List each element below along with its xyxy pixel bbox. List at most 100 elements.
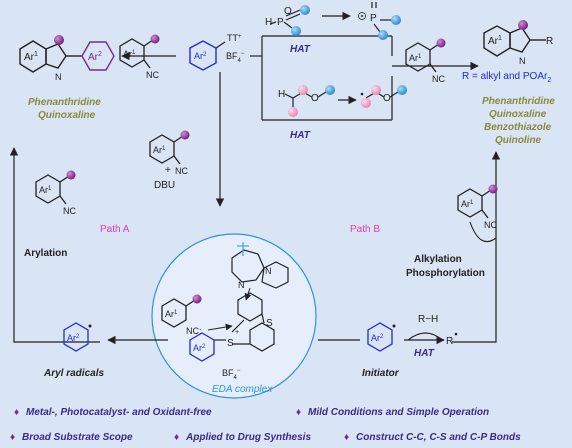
product-right-name-3: Benzothiazole xyxy=(484,122,552,133)
thianthrene-plus: + xyxy=(235,329,239,336)
isocyanide-alkylation-nc: NC xyxy=(484,220,497,230)
reagent-tt: TT+ xyxy=(227,33,242,43)
ar2-label: Ar2 xyxy=(88,51,102,63)
isocyanide-alkylation-ar1: Ar1 xyxy=(461,199,474,209)
ether-h: H xyxy=(278,89,285,100)
alkyl-ball-3 xyxy=(397,85,407,95)
aryl-eda-ar2: Ar2 xyxy=(193,343,206,353)
isocyanide-right-ar1: Ar1 xyxy=(409,53,422,63)
feature-bullet-1: ♦ xyxy=(14,407,19,418)
hat-lower-label: HAT xyxy=(290,130,311,141)
product-right-n: N xyxy=(519,56,526,66)
alkylation-curve xyxy=(469,221,497,243)
dbu-structure xyxy=(231,249,289,289)
aryl-eda xyxy=(189,332,226,362)
isocyanide-eda-nc: NC: xyxy=(186,326,202,336)
eda-complex-circle xyxy=(151,233,317,399)
ph-p: P xyxy=(277,17,284,28)
eda-arrow-2 xyxy=(244,287,252,301)
ph-ball-1 xyxy=(300,5,310,15)
eda-complex-label: EDA complex xyxy=(212,384,273,395)
phosphorylation-label: Phosphorylation xyxy=(406,268,485,279)
arylation-loop-arrow xyxy=(9,147,100,343)
initiator-ar2: Ar2 xyxy=(371,333,384,343)
reagent-counterion: BF4− xyxy=(226,51,245,64)
feature-4: Applied to Drug Synthesis xyxy=(185,432,311,443)
feature-5: Construct C-C, C-S and C-P Bonds xyxy=(356,432,521,443)
product-right-structure xyxy=(483,20,546,57)
path-a-label: Path A xyxy=(100,224,130,235)
phosphinoyl-radical xyxy=(371,2,392,33)
product-right-name-4: Quinoline xyxy=(495,135,542,146)
initiator-label: Initiator xyxy=(362,368,400,379)
isocyanide-arylation-ar1: Ar1 xyxy=(39,185,52,195)
pr-p: P xyxy=(370,13,377,24)
hat-bottom-label: HAT xyxy=(414,348,435,359)
n-label-left: N xyxy=(55,72,62,82)
isocyanide-eda-ar1: Ar1 xyxy=(165,309,178,319)
product-right-name-2: Quinoxaline xyxy=(489,109,547,120)
alkyl-ball-1 xyxy=(361,98,371,108)
pr-ball-1 xyxy=(391,15,401,25)
thianthrene-s1: S xyxy=(266,318,273,329)
product-right-r: R xyxy=(546,36,553,47)
alkylation-loop-arrow xyxy=(452,151,501,343)
path-b-label: Path B xyxy=(350,224,380,235)
radical-dot xyxy=(361,15,363,17)
dbu-n2: N xyxy=(238,280,245,290)
feature-bullet-2: ♦ xyxy=(296,407,301,418)
feature-2: Mild Conditions and Simple Operation xyxy=(308,407,489,418)
product-left-name-1: Phenanthridine xyxy=(28,97,101,108)
r-definition: R = alkyl and POAr2 xyxy=(462,71,551,84)
isocyanide-right-nc: NC xyxy=(432,74,445,84)
thianthrene-s2: S xyxy=(227,338,234,349)
ph-o: O xyxy=(284,6,292,17)
eda-counterion: BF4− xyxy=(222,368,241,381)
aryl-radical-ar2: Ar2 xyxy=(67,333,80,343)
isocyanide-dbu xyxy=(149,130,190,165)
product-left-structure xyxy=(19,35,115,73)
product-right-ar1: Ar1 xyxy=(488,35,502,47)
product-left-name-2: Quinoxaline xyxy=(38,110,96,121)
r-radical-label: R xyxy=(446,336,453,347)
isocyanide-arylation-nc: NC xyxy=(63,206,76,216)
isocyanide-dbu-ar1: Ar1 xyxy=(153,145,166,155)
aryl-radicals-label: Aryl radicals xyxy=(43,368,104,379)
feature-bullets: ♦ Metal-, Photocatalyst- and Oxidant-fre… xyxy=(10,407,521,443)
ether-ball-1 xyxy=(288,107,298,117)
feature-1: Metal-, Photocatalyst- and Oxidant-free xyxy=(26,407,212,418)
ar1-label: Ar1 xyxy=(24,51,38,63)
phosphine-oxide xyxy=(269,9,301,29)
alkylation-label: Alkylation xyxy=(414,254,462,265)
r-radical-dot xyxy=(454,332,458,336)
isocyanide-arylation xyxy=(35,170,76,205)
reagent-ar2: Ar2 xyxy=(194,51,207,61)
alkyl-ball-2 xyxy=(371,85,381,95)
plus-sign: + xyxy=(165,165,171,176)
ether-ball-3 xyxy=(325,85,335,95)
ph-h: H xyxy=(265,17,272,28)
arylation-label: Arylation xyxy=(24,248,67,259)
aryl-radical-structure xyxy=(63,322,92,352)
isocyanide-eda xyxy=(161,294,202,328)
alkyl-radical xyxy=(365,91,399,99)
aryl-thianthrenium-reagent xyxy=(189,40,226,71)
alkyl-radical-dot xyxy=(360,92,364,96)
initiator-structure xyxy=(367,322,396,352)
alkyl-o: O xyxy=(383,93,391,104)
hat-curve xyxy=(407,332,443,341)
isocyanide-alkylation xyxy=(457,184,498,219)
eda-arrow-1 xyxy=(207,323,233,331)
isocyanide-dbu-nc: NC xyxy=(175,166,188,176)
dbu-label: DBU xyxy=(154,180,175,191)
ph-ball-2 xyxy=(291,26,301,36)
pr-ball-2 xyxy=(378,30,388,40)
ether-ball-2 xyxy=(298,85,308,95)
feature-bullet-5: ♦ xyxy=(344,432,349,443)
dbu-n: N xyxy=(265,266,272,276)
feature-bullet-4: ♦ xyxy=(174,432,179,443)
ether-substrate xyxy=(284,91,327,108)
product-right-name-1: Phenanthridine xyxy=(482,96,555,107)
